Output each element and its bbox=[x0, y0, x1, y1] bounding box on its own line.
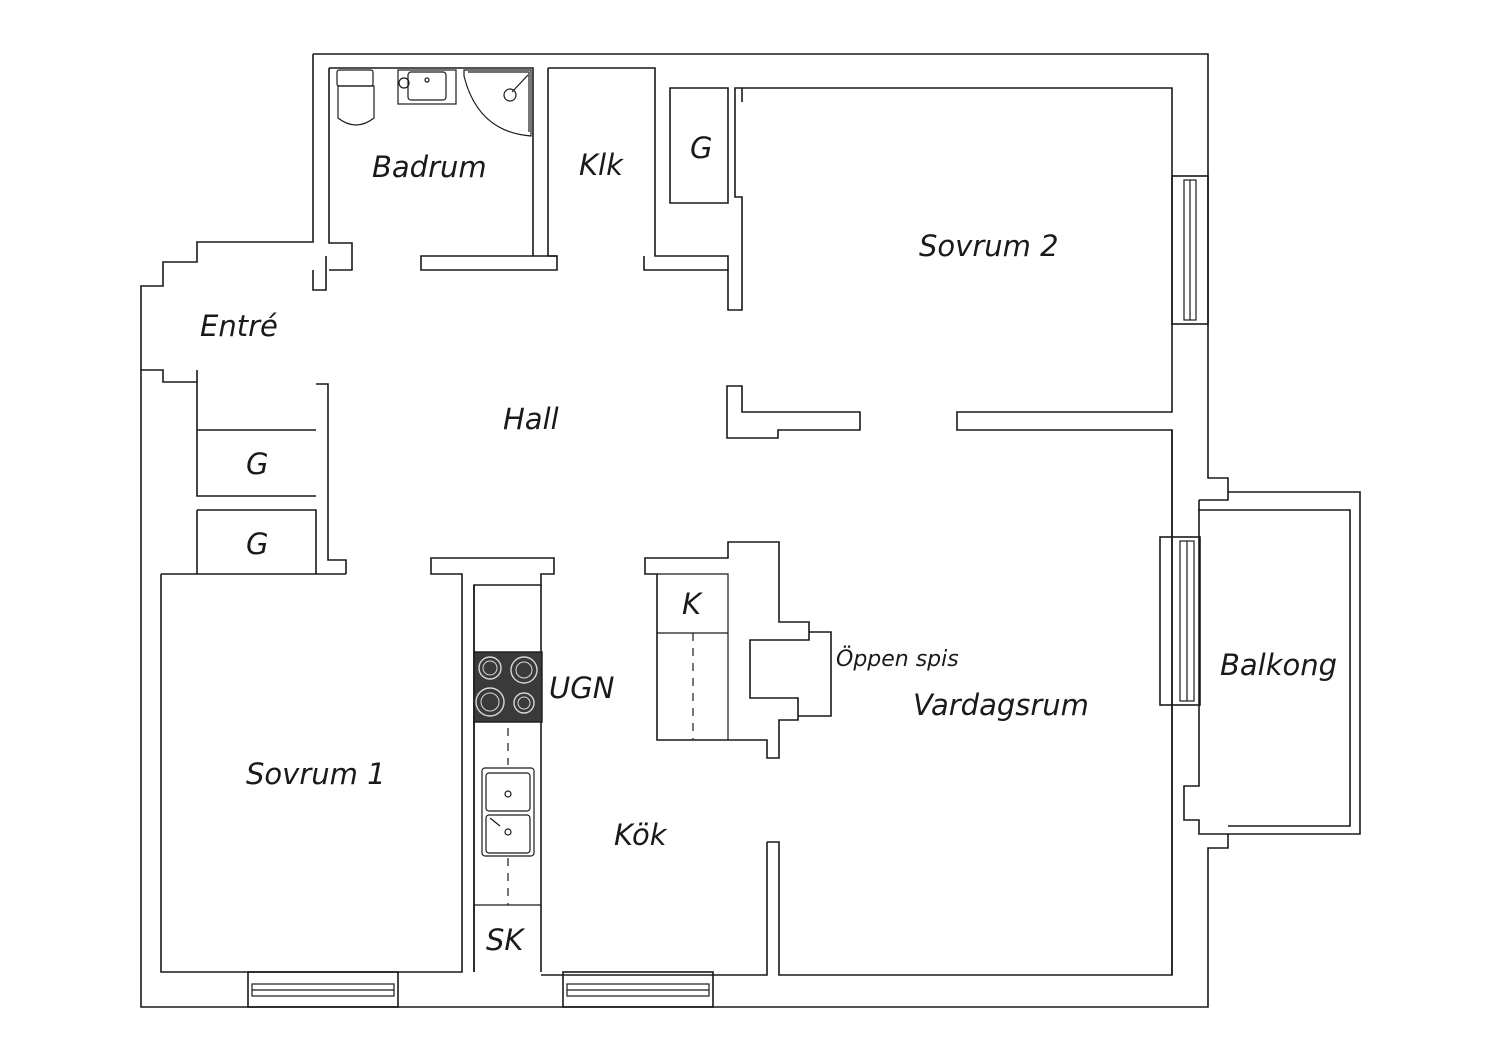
kitchen-sink-icon bbox=[481, 767, 535, 857]
window-sovrum1 bbox=[247, 971, 399, 1008]
fixture-label-k: K bbox=[682, 587, 703, 621]
room-label-klk: Klk bbox=[579, 148, 624, 182]
window-sovrum2 bbox=[1171, 175, 1209, 325]
room-label-sovrum2: Sovrum 2 bbox=[919, 229, 1059, 263]
fixture-label-ugn: UGN bbox=[549, 671, 614, 705]
room-label-balkong: Balkong bbox=[1220, 648, 1337, 682]
window-balkong bbox=[1159, 536, 1201, 706]
fixture-label-oppen-spis: Öppen spis bbox=[836, 646, 959, 672]
toilet-icon bbox=[336, 69, 375, 126]
outer-wall bbox=[140, 53, 1361, 1008]
sink-icon bbox=[397, 69, 457, 105]
fixture-label-g-mid1: G bbox=[246, 447, 268, 481]
room-label-entre: Entré bbox=[200, 309, 278, 343]
room-label-vardagsrum: Vardagsrum bbox=[913, 688, 1089, 722]
stove-icon bbox=[473, 651, 543, 723]
room-label-hall: Hall bbox=[503, 402, 559, 436]
shower-icon bbox=[463, 69, 532, 137]
windows bbox=[247, 175, 1209, 1008]
room-label-badrum: Badrum bbox=[372, 150, 487, 184]
window-kok bbox=[562, 971, 714, 1008]
fixture-label-g-mid2: G bbox=[246, 527, 268, 561]
room-label-sovrum1: Sovrum 1 bbox=[246, 757, 386, 791]
fixture-label-sk: SK bbox=[486, 923, 525, 957]
room-label-kok: Kök bbox=[614, 818, 668, 852]
fixture-label-g-top: G bbox=[690, 131, 712, 165]
